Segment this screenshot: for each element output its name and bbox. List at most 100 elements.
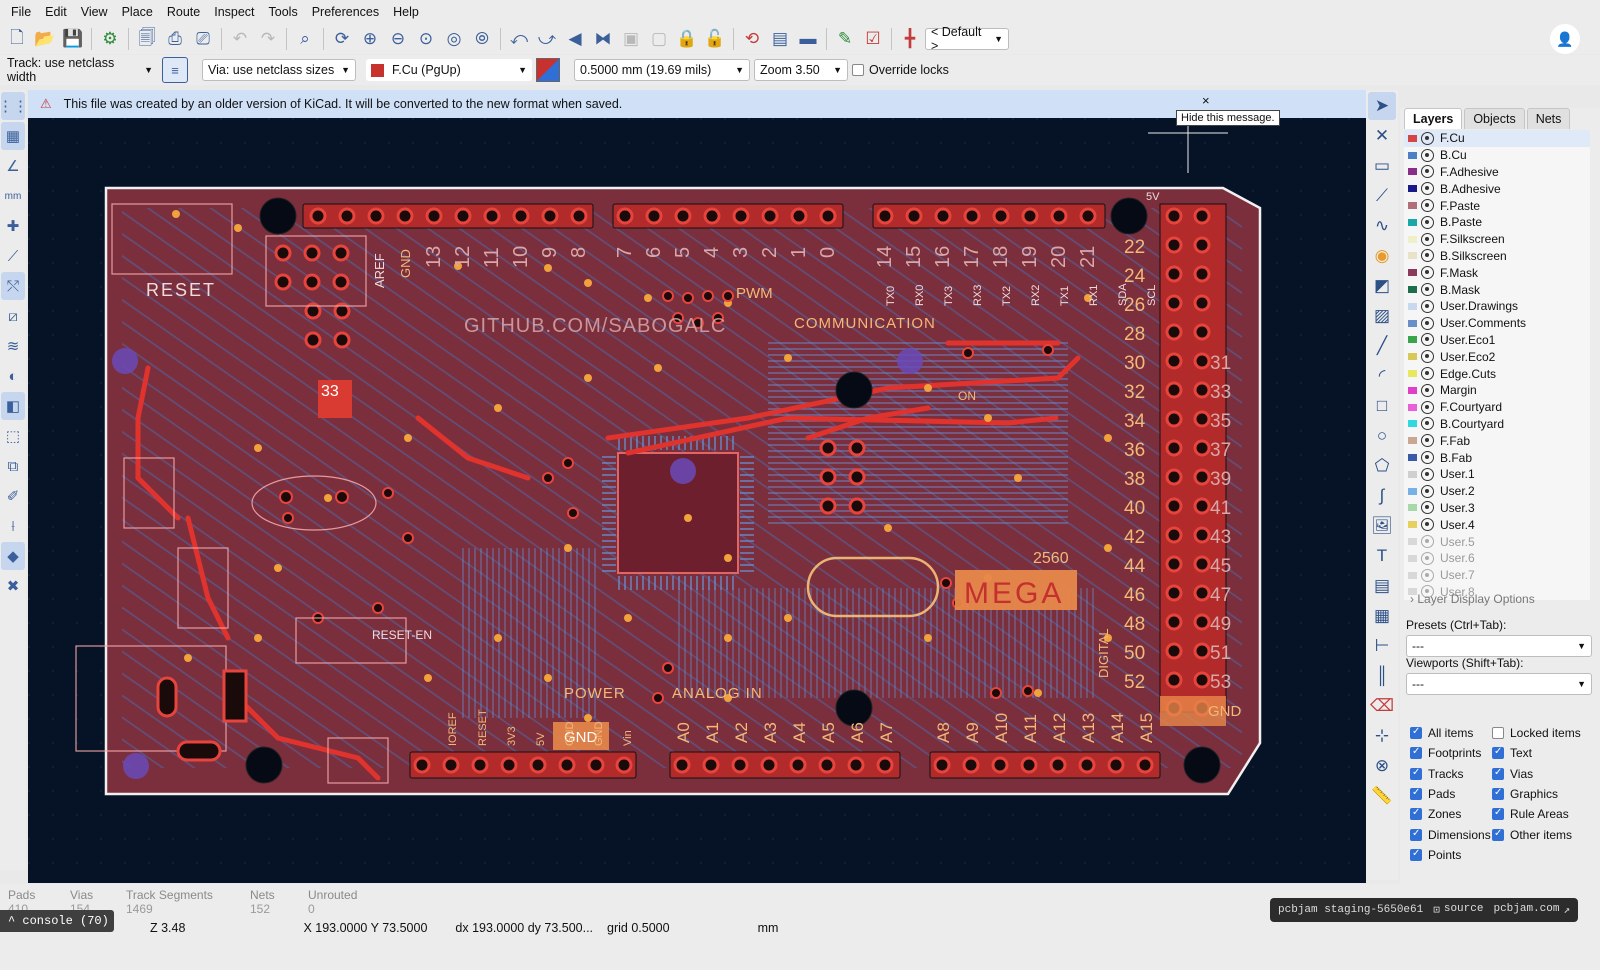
units-mm-icon[interactable]: mm (4, 190, 22, 202)
layer-color-swatch[interactable] (1408, 302, 1417, 310)
add-via-icon[interactable]: ◉ (1374, 246, 1390, 265)
draw-mode-icon[interactable]: ✐ (6, 488, 20, 505)
footprint-editor-icon[interactable]: ▬ (799, 29, 817, 48)
track-outline-icon[interactable]: ≋ (6, 338, 20, 355)
cursor-shape-icon[interactable]: ✚ (6, 218, 20, 235)
layer-color-swatch[interactable] (1408, 151, 1417, 159)
visibility-option[interactable]: Dimensions (1410, 828, 1491, 842)
tab-layers[interactable]: Layers (1404, 108, 1463, 129)
layer-color-swatch[interactable] (1408, 420, 1417, 428)
tab-nets[interactable]: Nets (1526, 108, 1571, 129)
layer-color-swatch[interactable] (1408, 403, 1417, 411)
visibility-eye-icon[interactable] (1421, 215, 1434, 229)
add-text-icon[interactable]: T (1376, 546, 1388, 565)
local-ratsnest-icon[interactable]: ✕ (1374, 126, 1390, 145)
override-locks-option[interactable]: Override locks (852, 63, 949, 77)
visibility-option[interactable]: Rule Areas (1492, 807, 1569, 821)
layer-row[interactable]: User.7 (1404, 567, 1590, 584)
visibility-eye-icon[interactable] (1421, 283, 1434, 297)
select-arrow-icon[interactable]: ➤ (1368, 92, 1396, 120)
layer-color-swatch[interactable] (1408, 588, 1417, 596)
visibility-checkbox[interactable] (1492, 727, 1504, 739)
visibility-option[interactable]: Points (1410, 848, 1461, 862)
zoom-out-icon[interactable]: ⊖ (390, 29, 406, 48)
layer-row[interactable]: B.Mask (1404, 281, 1590, 298)
layer-color-swatch[interactable] (1408, 286, 1417, 294)
visibility-eye-icon[interactable] (1421, 585, 1434, 599)
visibility-eye-icon[interactable] (1421, 199, 1434, 213)
console-toggle[interactable]: ^ console (70) (0, 910, 114, 932)
visibility-checkbox[interactable] (1492, 828, 1504, 841)
properties-panel-icon[interactable]: ◆ (1, 542, 25, 570)
design-tools-icon[interactable]: ✖ (6, 578, 20, 595)
draw-arc-icon[interactable]: ◜ (1378, 366, 1386, 385)
new-board-icon[interactable]: 🗋 (10, 27, 24, 47)
visibility-checkbox[interactable] (1410, 767, 1422, 780)
add-table-icon[interactable]: ▦ (1373, 606, 1391, 625)
draw-bezier-icon[interactable]: ∫ (1379, 486, 1385, 505)
group-icon[interactable]: ▣ (622, 29, 640, 48)
layer-row[interactable]: B.Courtyard (1404, 416, 1590, 433)
visibility-option[interactable]: Vias (1492, 767, 1533, 781)
visibility-eye-icon[interactable] (1421, 484, 1434, 498)
layer-row[interactable]: User.1 (1404, 466, 1590, 483)
menu-edit[interactable]: Edit (45, 5, 67, 19)
layer-row[interactable]: User.6 (1404, 550, 1590, 567)
source-link[interactable]: ⊡source (1433, 903, 1484, 917)
layer-color-swatch[interactable] (1408, 185, 1417, 193)
refresh-icon[interactable]: ⟳ (334, 29, 350, 48)
layer-row[interactable]: User.2 (1404, 483, 1590, 500)
visibility-checkbox[interactable] (1410, 807, 1422, 821)
visibility-eye-icon[interactable] (1421, 232, 1434, 246)
layer-row[interactable]: B.Fab (1404, 449, 1590, 466)
visibility-checkbox[interactable] (1410, 848, 1422, 861)
layer-color-swatch[interactable] (1408, 470, 1417, 478)
visibility-eye-icon[interactable] (1421, 551, 1434, 565)
layer-row[interactable]: F.Mask (1404, 264, 1590, 281)
track-width-select[interactable]: Track: use netclass width▼ (7, 56, 153, 84)
grid-toggle-icon[interactable]: ⋮⋮ (0, 92, 28, 120)
pcb-board-drawing[interactable]: RESET GITHUB.COM/SABOGALC COMMUNICATION … (28, 118, 1366, 883)
layer-color-swatch[interactable] (1408, 235, 1417, 243)
visibility-option[interactable]: All items (1410, 726, 1473, 740)
set-origin-icon[interactable]: ⊹ (1374, 726, 1390, 745)
grid-size-select[interactable]: 0.5000 mm (19.69 mils)▼ (574, 59, 750, 81)
viewports-select[interactable]: ---▼ (1406, 673, 1592, 695)
layer-row[interactable]: User.Comments (1404, 315, 1590, 332)
menu-place[interactable]: Place (121, 5, 153, 19)
layer-row[interactable]: B.Silkscreen (1404, 248, 1590, 265)
layer-row[interactable]: User.8 (1404, 584, 1590, 601)
layer-row[interactable]: F.Silkscreen (1404, 231, 1590, 248)
zoom-fit-icon[interactable]: ⊙ (418, 29, 434, 48)
pcb-canvas[interactable]: RESET GITHUB.COM/SABOGALC COMMUNICATION … (28, 118, 1366, 883)
layer-color-swatch[interactable] (1408, 554, 1417, 562)
visibility-eye-icon[interactable] (1421, 165, 1434, 179)
visibility-checkbox[interactable] (1492, 787, 1504, 800)
visibility-option[interactable]: Graphics (1492, 787, 1558, 801)
draw-rectangle-icon[interactable]: □ (1376, 396, 1388, 415)
visibility-checkbox[interactable] (1410, 787, 1422, 800)
layer-color-swatch[interactable] (1408, 454, 1417, 462)
rotate-cw-icon[interactable]: ⤻ (537, 29, 557, 48)
add-rule-area-icon[interactable]: ▨ (1373, 306, 1391, 325)
undo-icon[interactable]: ↶ (232, 29, 248, 48)
add-zone-icon[interactable]: ◩ (1373, 276, 1391, 295)
visibility-eye-icon[interactable] (1421, 182, 1434, 196)
zoom-objects-icon[interactable]: ◎ (446, 29, 462, 48)
high-contrast-icon[interactable]: ◐ (8, 367, 18, 385)
grid-overrides-icon[interactable]: ▦ (1, 122, 25, 150)
visibility-eye-icon[interactable] (1421, 148, 1434, 162)
open-icon[interactable]: 📂 (34, 29, 56, 48)
delete-tool-icon[interactable]: ⌫ (1369, 696, 1395, 715)
layer-color-swatch[interactable] (1408, 269, 1417, 277)
user-account-icon[interactable]: 👤 (1550, 24, 1580, 54)
unlock-icon[interactable]: 🔓 (704, 29, 726, 48)
layer-row[interactable]: B.Paste (1404, 214, 1590, 231)
visibility-eye-icon[interactable] (1421, 417, 1434, 431)
visibility-option[interactable]: Tracks (1410, 767, 1464, 781)
visibility-eye-icon[interactable] (1421, 501, 1434, 515)
visibility-checkbox[interactable] (1492, 807, 1504, 821)
layer-display-options-toggle[interactable]: › Layer Display Options (1410, 592, 1535, 606)
add-dimension-icon[interactable]: ⊢ (1374, 636, 1390, 655)
visibility-checkbox[interactable] (1410, 746, 1422, 760)
